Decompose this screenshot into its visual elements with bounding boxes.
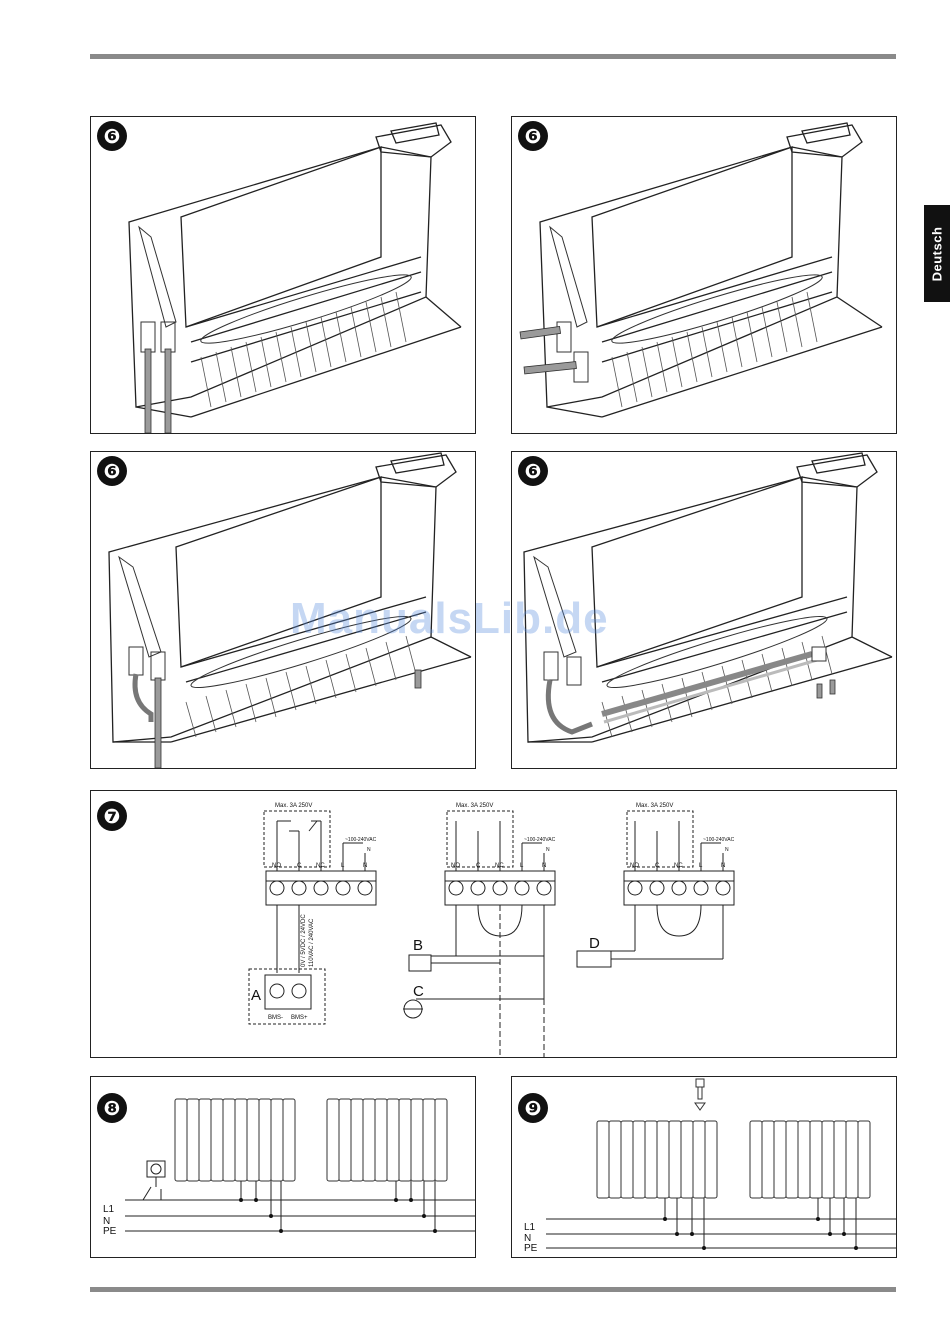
terminal-c-2: C: [476, 863, 480, 869]
terminal-l-1: L: [341, 863, 344, 869]
terminal-l-3: L: [699, 863, 702, 869]
terminal-n-2: N: [542, 863, 546, 869]
terminal-nc-2: NC: [495, 863, 504, 869]
language-tab[interactable]: Deutsch: [924, 205, 950, 302]
fan-coil-illustration: [512, 117, 896, 433]
figure-6-unit-pipes-side: ❻: [511, 116, 897, 434]
wiring-diagrams: [91, 791, 896, 1057]
neutral-2: N: [546, 847, 550, 853]
figure-8-radiator-wiring: ❽: [90, 1076, 476, 1258]
label-a: A: [251, 987, 261, 1004]
terminal-no-2: NO: [451, 863, 460, 869]
bms-voltage-label-2: 110VAC / 240VAC: [309, 919, 315, 967]
supply-voltage-2: ~100-240VAC: [524, 837, 555, 843]
radiator-wiring-diagram: [91, 1077, 475, 1257]
supply-voltage-1: ~100-240VAC: [345, 837, 376, 843]
mains-label-pe: PE: [103, 1227, 116, 1237]
label-c: C: [413, 983, 424, 1000]
bottom-rule: [90, 1287, 896, 1292]
bms-plus-label: BMS+: [291, 1015, 308, 1021]
figure-6-unit-pipes-down: ❻: [90, 116, 476, 434]
relay-rating-3: Max. 3A 250V: [636, 803, 673, 809]
fan-coil-illustration: [91, 117, 475, 433]
label-b: B: [413, 937, 423, 954]
radiator-wiring-diagram: [512, 1077, 896, 1257]
neutral-1: N: [367, 847, 371, 853]
mains-label-l1: L1: [103, 1205, 114, 1215]
terminal-no-1: NO: [272, 863, 281, 869]
terminal-n-1: N: [363, 863, 367, 869]
watermark: ManualsLib.de: [290, 594, 609, 644]
bms-voltage-label-1: 0V / 5VDC / 24VDC: [301, 914, 307, 967]
terminal-c-1: C: [297, 863, 301, 869]
mains-label-l1: L1: [524, 1223, 535, 1233]
terminal-l-2: L: [520, 863, 523, 869]
terminal-c-3: C: [655, 863, 659, 869]
neutral-3: N: [725, 847, 729, 853]
figure-9-radiator-wiring: ❾: [511, 1076, 897, 1258]
terminal-no-3: NO: [630, 863, 639, 869]
terminal-nc-3: NC: [674, 863, 683, 869]
figure-7-wiring: ❼: [90, 790, 897, 1058]
relay-rating-1: Max. 3A 250V: [275, 803, 312, 809]
mains-label-pe: PE: [524, 1244, 537, 1254]
terminal-nc-1: NC: [316, 863, 325, 869]
terminal-n-3: N: [721, 863, 725, 869]
relay-rating-2: Max. 3A 250V: [456, 803, 493, 809]
supply-voltage-3: ~100-240VAC: [703, 837, 734, 843]
language-tab-label: Deutsch: [930, 226, 945, 281]
bms-minus-label: BMS-: [268, 1015, 283, 1021]
top-rule: [90, 54, 896, 59]
label-d: D: [589, 935, 600, 952]
